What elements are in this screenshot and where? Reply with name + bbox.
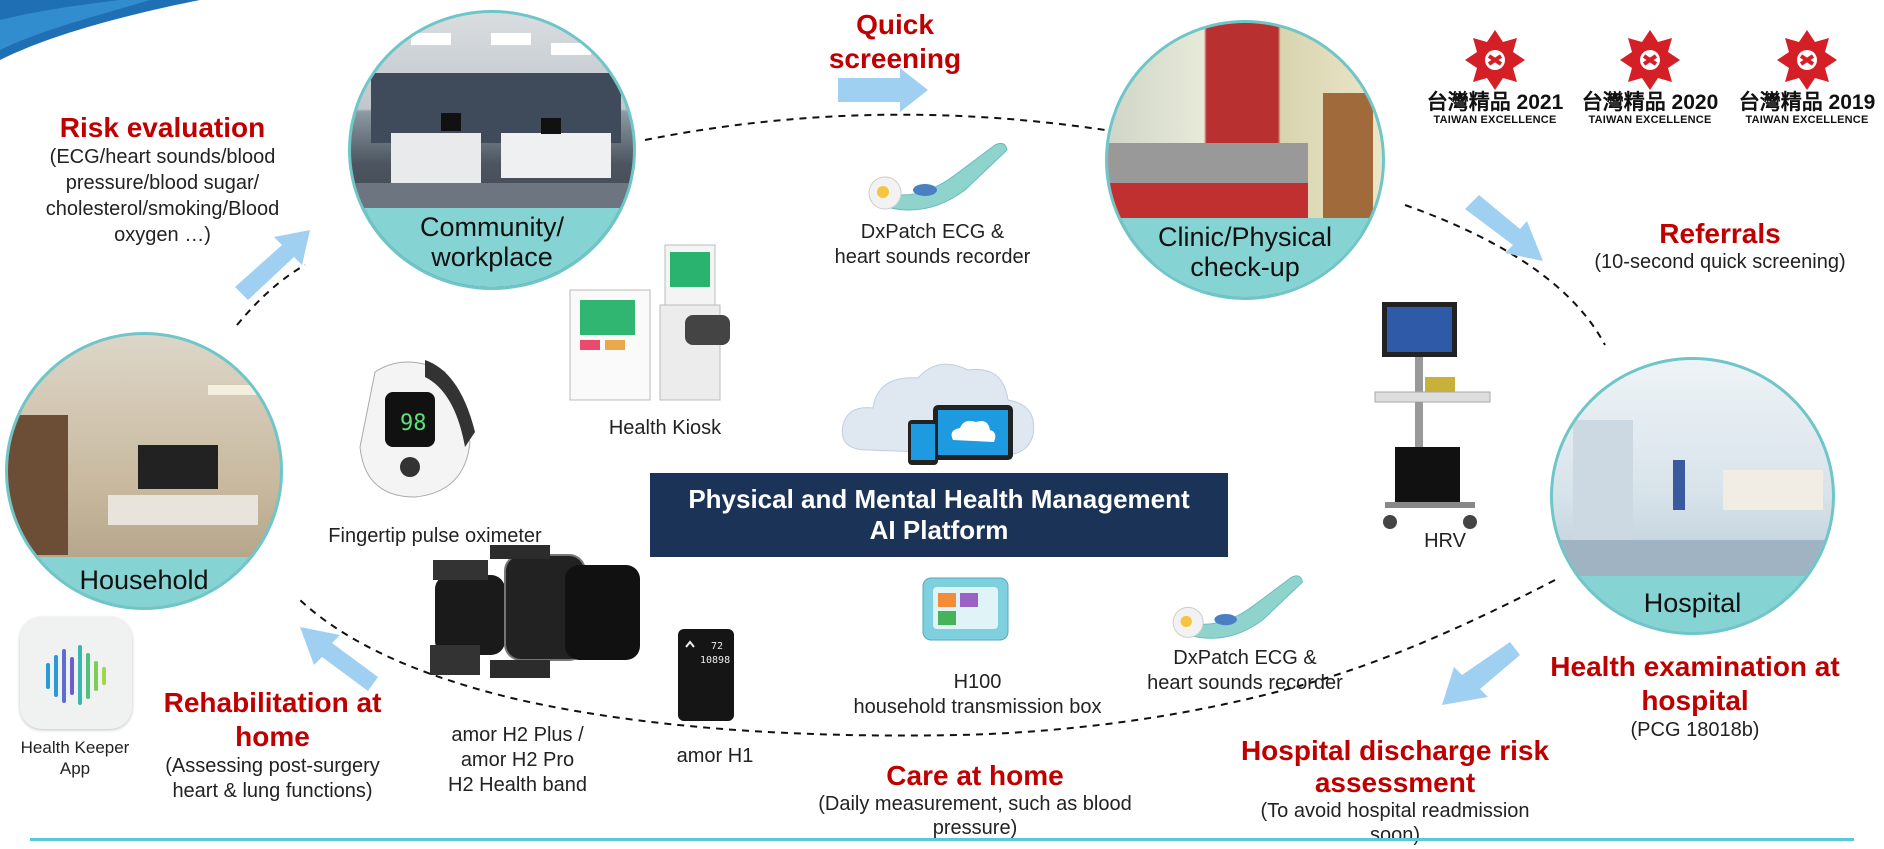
amor-h2-watches-image [430, 545, 640, 678]
dxpatch-bottom-label: DxPatch ECG & heart sounds recorder [1147, 647, 1343, 694]
rehab-block: Rehabilitation at home (Assessing post-s… [150, 686, 395, 804]
dxpatch-device-image [868, 142, 1008, 211]
health-kiosk-label: Health Kiosk [608, 417, 722, 439]
svg-text:72: 72 [711, 641, 723, 652]
living-room-image [8, 385, 280, 555]
amor-h1-label: amor H1 [676, 745, 754, 767]
cloud-icon [841, 363, 1035, 465]
award-2020: 台灣精品 2020 TAIWAN EXCELLENCE [1575, 28, 1725, 126]
svg-text:98: 98 [400, 411, 427, 436]
household-label: Household [8, 557, 280, 607]
dxpatch-top-label: DxPatch ECG & heart sounds recorder [834, 221, 1031, 268]
care-home-block: Care at home (Daily measurement, such as… [795, 760, 1155, 840]
arrow-icon [235, 230, 310, 300]
corner-decoration [0, 0, 200, 60]
discharge-title: Hospital discharge risk assessment [1240, 735, 1550, 798]
clinic-checkup-circle: Clinic/Physical check-up [1105, 20, 1385, 300]
care-home-sub: (Daily measurement, such as blood pressu… [818, 793, 1132, 839]
health-exam-sub: (PCG 18018b) [1630, 719, 1760, 741]
arrow-icon [300, 627, 378, 691]
fingertip-oximeter-label: Fingertip pulse oximeter [328, 525, 542, 547]
health-keeper-app-icon[interactable] [20, 617, 132, 729]
h100-label: H100 household transmission box [853, 671, 1102, 718]
amor-h1-device-image: 72 10898 [678, 629, 734, 721]
hospital-circle: Hospital [1550, 357, 1835, 635]
clinic-checkup-label: Clinic/Physical check-up [1108, 218, 1382, 297]
rehab-title: Rehabilitation at home [163, 687, 382, 752]
pulse-oximeter-image: 98 [359, 360, 475, 498]
awards-row: 台灣精品 2021 TAIWAN EXCELLENCE 台灣精品 2020 TA… [1420, 28, 1884, 158]
care-home-title: Care at home [886, 760, 1064, 791]
dxpatch-device-image [1172, 575, 1304, 639]
referrals-sub: (10-second quick screening) [1594, 251, 1846, 273]
arrow-icon [1465, 195, 1543, 261]
bottom-divider [30, 838, 1854, 841]
quick-screening-label: Quick screening [828, 9, 962, 74]
svg-text:10898: 10898 [700, 655, 730, 666]
risk-evaluation-title: Risk evaluation [59, 112, 266, 143]
household-circle: Household [5, 332, 283, 610]
app-logo-icon [46, 645, 106, 705]
health-exam-title: Health examination at hospital [1550, 651, 1840, 716]
ai-platform-banner: Physical and Mental Health Management AI… [650, 473, 1228, 557]
community-workplace-circle: Community/ workplace [348, 10, 636, 290]
health-keeper-app-label: Health Keeper App [20, 738, 130, 778]
referrals-title: Referrals [1659, 218, 1781, 249]
hrv-cart-image [1374, 302, 1491, 529]
risk-evaluation-block: Risk evaluation (ECG/heart sounds/blood … [15, 112, 310, 248]
award-logo-icon [1777, 30, 1837, 90]
hrv-label: HRV [1424, 530, 1466, 552]
community-workplace-label: Community/ workplace [351, 208, 633, 287]
referrals-block: Referrals (10-second quick screening) [1565, 218, 1875, 274]
award-logo-icon [1465, 30, 1525, 90]
rehab-sub: (Assessing post-surgery heart & lung fun… [165, 755, 380, 802]
amor-h2-label: amor H2 Plus / amor H2 Pro H2 Health ban… [448, 724, 587, 796]
health-kiosk-image [569, 244, 730, 401]
award-logo-icon [1620, 30, 1680, 90]
risk-evaluation-desc: (ECG/heart sounds/blood pressure/blood s… [45, 146, 280, 246]
arrow-icon [1442, 642, 1520, 705]
arrow-icon [838, 68, 928, 112]
award-2019: 台灣精品 2019 TAIWAN EXCELLENCE [1730, 28, 1884, 126]
hospital-label: Hospital [1553, 576, 1832, 632]
h100-device-image [922, 577, 1009, 641]
award-2021: 台灣精品 2021 TAIWAN EXCELLENCE [1420, 28, 1570, 126]
health-exam-block: Health examination at hospital (PCG 1801… [1530, 650, 1860, 742]
discharge-block: Hospital discharge risk assessment (To a… [1230, 735, 1560, 847]
